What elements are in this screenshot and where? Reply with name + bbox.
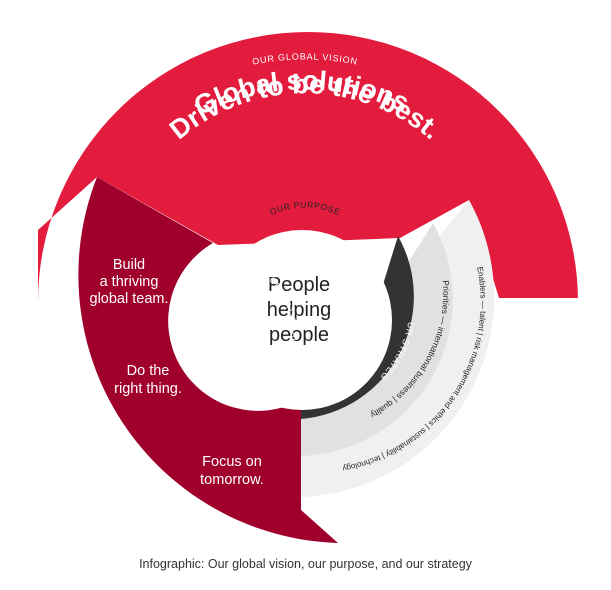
pillar-item-1-line1: Build (113, 257, 145, 273)
infographic-caption: Infographic: Our global vision, our purp… (139, 557, 472, 571)
vision-band (38, 32, 578, 303)
purpose-line3: people (269, 324, 329, 346)
pillar-item-1-line2: a thriving (100, 274, 159, 290)
pillar-item-1-line3: global team. (90, 291, 169, 307)
pillar-item-2-line2: right thing. (114, 381, 182, 397)
pillar-item-2-line1: Do the (127, 363, 170, 379)
purpose-line1: People (268, 274, 330, 296)
purpose-circle (212, 230, 392, 410)
pillar-item-3-line1: Focus on (202, 454, 262, 470)
pillar-item-3-line2: tomorrow. (200, 472, 264, 488)
purpose-line2: helping (267, 299, 332, 321)
pillars-wedge (78, 177, 338, 543)
strategy-wheel-diagram: OUR GLOBAL VISION Global solutions. Driv… (38, 32, 578, 543)
